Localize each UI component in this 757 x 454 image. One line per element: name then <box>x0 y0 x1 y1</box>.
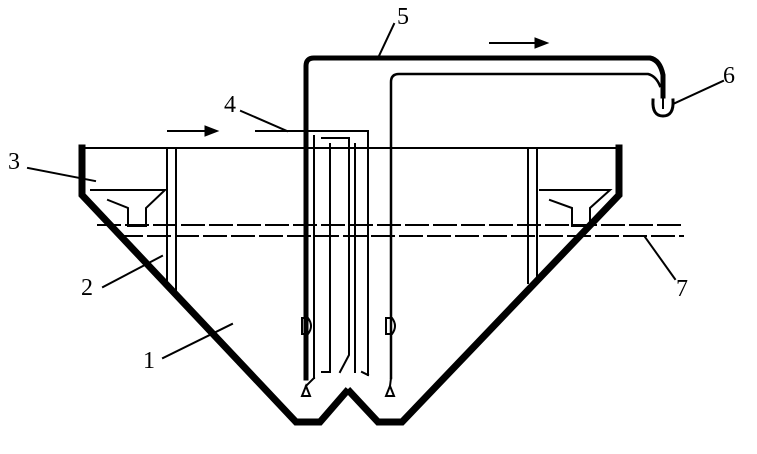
suction-head-left <box>300 383 312 397</box>
discharge-pipe-outer <box>303 55 666 381</box>
flow-arrow-surface <box>167 125 220 137</box>
discharge-pipe-inner <box>389 72 662 380</box>
leader-5 <box>376 22 396 60</box>
outlet-cup <box>651 98 675 118</box>
flow-arrow-top <box>489 37 550 49</box>
weir-trough-right <box>539 189 613 227</box>
inlet-pipe <box>255 130 369 376</box>
label-2: 2 <box>81 275 93 301</box>
leader-2 <box>101 254 164 289</box>
tank-shell-right <box>345 144 623 426</box>
valve-left <box>301 317 312 335</box>
inlet-tail-2 <box>360 370 370 377</box>
label-7: 7 <box>676 276 688 302</box>
label-3: 3 <box>8 149 20 175</box>
leader-7 <box>643 235 677 281</box>
label-6: 6 <box>723 63 735 89</box>
leader-3 <box>26 166 97 183</box>
inlet-pipe-2 <box>321 137 350 374</box>
label-5: 5 <box>397 4 409 30</box>
label-1: 1 <box>143 348 155 374</box>
suction-tail-left <box>304 376 316 388</box>
leader-1 <box>161 322 234 360</box>
suction-tail-right <box>388 376 393 388</box>
label-4: 4 <box>224 92 236 118</box>
suction-head-right <box>384 383 396 397</box>
valve-right <box>385 317 396 335</box>
leader-4 <box>239 109 289 133</box>
leader-6 <box>671 79 725 106</box>
